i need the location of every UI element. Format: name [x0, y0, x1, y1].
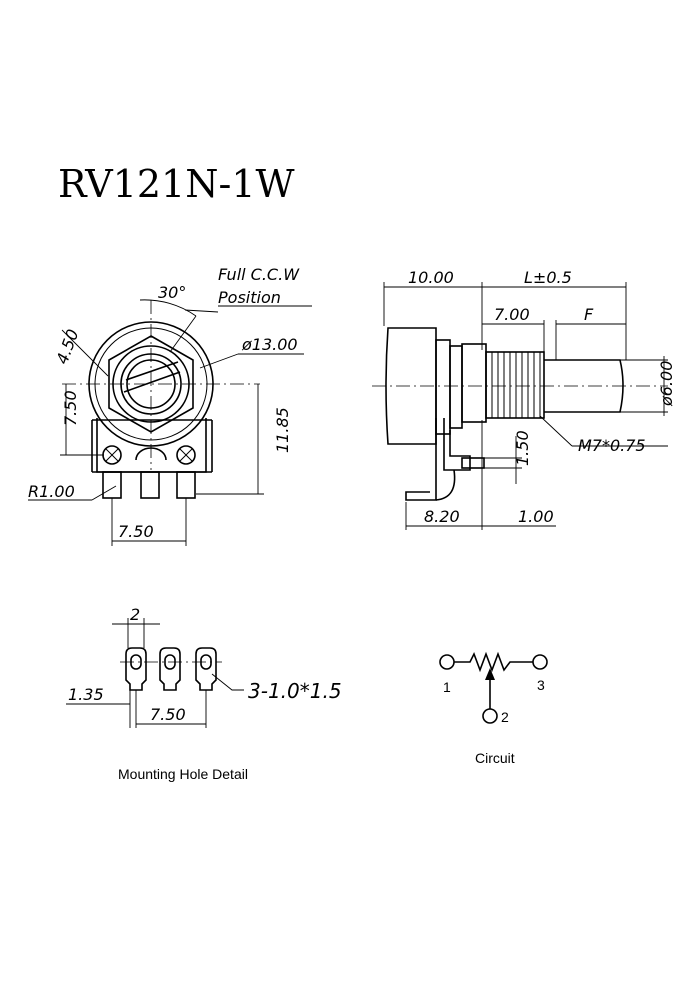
angle-label: 30° — [158, 283, 186, 302]
hole-spec-leader — [211, 673, 244, 691]
dim-750: 7.50 — [150, 705, 186, 724]
radius-leader — [91, 485, 117, 501]
pad-3 — [195, 647, 217, 691]
wiper-arrow-icon — [485, 668, 495, 680]
angle-arc — [139, 299, 197, 317]
side-plate — [449, 345, 463, 429]
terminal-curve — [435, 469, 456, 501]
dim-1185: 11.85 — [273, 407, 292, 453]
right-peg-cross2 — [179, 448, 193, 462]
dim-2: 2 — [130, 605, 140, 624]
side-body — [385, 327, 437, 445]
terminal-foot — [405, 418, 437, 501]
shaft-slot-2 — [123, 371, 181, 393]
dim-750-left: 7.50 — [61, 390, 80, 426]
radius-label: R1.00 — [28, 482, 75, 501]
terminal-2 — [140, 471, 160, 499]
hole-spec: 3-1.0*1.5 — [248, 679, 342, 703]
pin-3-node — [532, 654, 548, 670]
mounting-caption: Mounting Hole Detail — [118, 766, 248, 782]
pin-3-label: 3 — [537, 677, 545, 693]
note-line1: Full C.C.W — [218, 265, 300, 284]
note-line2: Position — [218, 288, 281, 307]
thread-lines — [491, 352, 541, 418]
right-peg — [176, 445, 196, 465]
note-leader — [184, 309, 219, 313]
dim-150: 1.50 — [513, 430, 532, 466]
pin-1-label: 1 — [443, 679, 451, 695]
pad-2 — [159, 647, 181, 691]
thread-label: M7*0.75 — [578, 436, 646, 455]
resistor — [454, 651, 533, 673]
left-peg-cross2 — [105, 448, 119, 462]
part-title: RV121N-1W — [58, 162, 295, 206]
dim-820: 8.20 — [424, 507, 460, 526]
front-view: 30° Full C.C.W Position ø13.00 4.50 7.50… — [28, 265, 312, 546]
terminal-3 — [176, 471, 196, 499]
terminal-tab — [461, 457, 485, 469]
terminal-bracket — [443, 418, 471, 471]
dim-F: F — [584, 305, 594, 324]
side-nut — [461, 343, 487, 423]
circuit-diagram: 1 3 2 Circuit — [439, 651, 548, 766]
dim-135: 1.35 — [68, 685, 104, 704]
dim-700: 7.00 — [494, 305, 530, 324]
pin-1-node — [439, 654, 455, 670]
dim-450: 4.50 — [52, 327, 82, 367]
circuit-caption: Circuit — [475, 750, 515, 766]
side-frame — [435, 339, 451, 435]
dim-1000: 10.00 — [408, 268, 454, 287]
pin-2-node — [482, 708, 498, 724]
pin-2-label: 2 — [501, 709, 509, 725]
dia-leader — [199, 353, 239, 369]
terminal-1 — [102, 471, 122, 499]
side-view: 10.00 L±0.5 7.00 F ø6.00 M7*0.75 1.50 8.… — [372, 268, 676, 530]
mounting-hole-detail: 2 1.35 7.50 3-1.0*1.5 Mounting Hole Deta… — [66, 605, 342, 782]
dim-450-line — [61, 329, 109, 377]
dim-shaft: ø6.00 — [657, 361, 676, 407]
dim-750-bottom: 7.50 — [118, 522, 154, 541]
diameter-label: ø13.00 — [241, 335, 298, 354]
wiper-bump — [135, 447, 167, 461]
thread-leader — [539, 415, 573, 447]
threaded-bushing — [485, 351, 545, 419]
dim-L: L±0.5 — [524, 268, 572, 287]
dim-100: 1.00 — [518, 507, 554, 526]
shaft-slot — [125, 361, 179, 381]
angle-leader — [169, 315, 197, 353]
pad-1 — [125, 647, 147, 691]
